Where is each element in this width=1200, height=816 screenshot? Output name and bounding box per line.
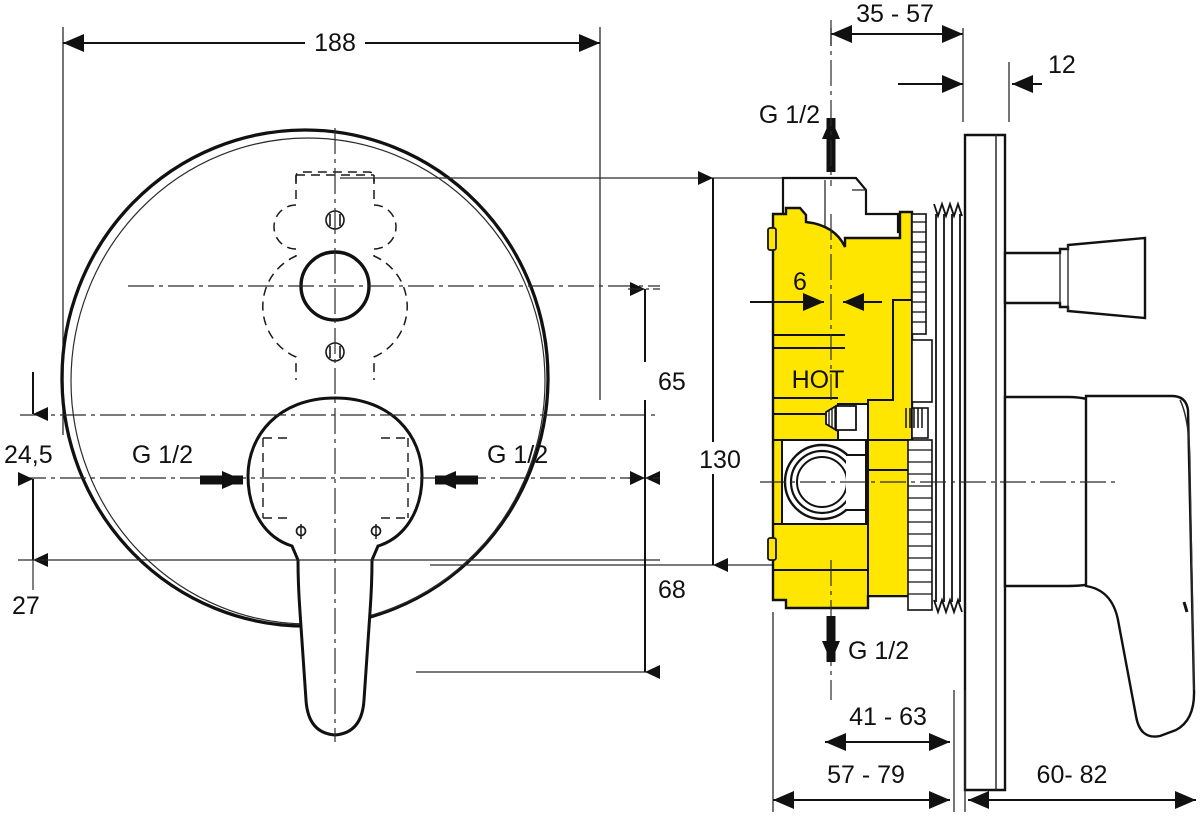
dim-label-6: 6 xyxy=(793,268,807,296)
dimension-130: 130 xyxy=(688,171,752,572)
dimension-12: 12 xyxy=(1008,51,1076,122)
dim-label-27: 27 xyxy=(12,592,40,620)
dimension-188: 188 xyxy=(63,28,600,58)
dimension-35-57: 35 - 57 xyxy=(830,0,964,122)
view-side-section: 35 - 57 12 G 1/2 xyxy=(750,0,1196,812)
dim-label-57-79: 57 - 79 xyxy=(827,761,905,789)
dim-label-35-57: 35 - 57 xyxy=(856,0,934,28)
dim-label-65: 65 xyxy=(658,368,686,396)
wall-plate-side xyxy=(963,133,1007,792)
inlet-label-right: G 1/2 xyxy=(487,441,548,469)
spring-detail xyxy=(905,408,923,428)
dim-label-41-63: 41 - 63 xyxy=(849,703,927,731)
dimension-57-79: 57 - 79 xyxy=(772,612,955,812)
dim-label-68: 68 xyxy=(658,576,686,604)
body-internal-features xyxy=(773,248,913,597)
concealed-body-yellow xyxy=(767,206,914,610)
diverter-screw-slots xyxy=(329,214,341,358)
dimension-6: 6 xyxy=(750,268,882,311)
threaded-collar xyxy=(907,213,933,611)
dim-label-24-5: 24,5 xyxy=(4,441,53,469)
reference-lines xyxy=(340,177,790,673)
dim-label-130: 130 xyxy=(699,446,741,474)
dim-label-12: 12 xyxy=(1048,51,1076,79)
collar-knurl-lines xyxy=(908,221,932,595)
dimension-68: 68 xyxy=(630,471,686,679)
dim-label-188: 188 xyxy=(314,29,356,57)
view-front: 188 xyxy=(4,27,660,742)
lever-base-hole-slots xyxy=(300,524,377,539)
centrelines-front xyxy=(20,128,660,742)
inlet-label-top: G 1/2 xyxy=(759,101,820,129)
diverter-knob-side xyxy=(1003,236,1147,320)
hot-marking-label: HOT xyxy=(792,366,845,394)
inlet-label-left: G 1/2 xyxy=(132,441,193,469)
dimension-60-82: 60- 82 xyxy=(964,690,1196,812)
dimension-27 xyxy=(18,472,660,590)
centrelines-side xyxy=(760,20,1120,700)
dimension-65: 65 xyxy=(628,282,686,485)
lever-handle-side xyxy=(1003,394,1196,738)
dim-label-60-82: 60- 82 xyxy=(1037,761,1108,789)
dimension-41-63: 41 - 63 xyxy=(825,703,950,751)
dimension-stack-middle: 65 68 130 xyxy=(340,171,790,679)
witness-lines-front xyxy=(62,27,601,435)
body-side-tabs xyxy=(767,227,777,561)
outlet-label-bottom: G 1/2 xyxy=(848,637,909,665)
cartridge-footprint-dashed xyxy=(262,437,409,519)
thread-break-line xyxy=(933,201,963,615)
